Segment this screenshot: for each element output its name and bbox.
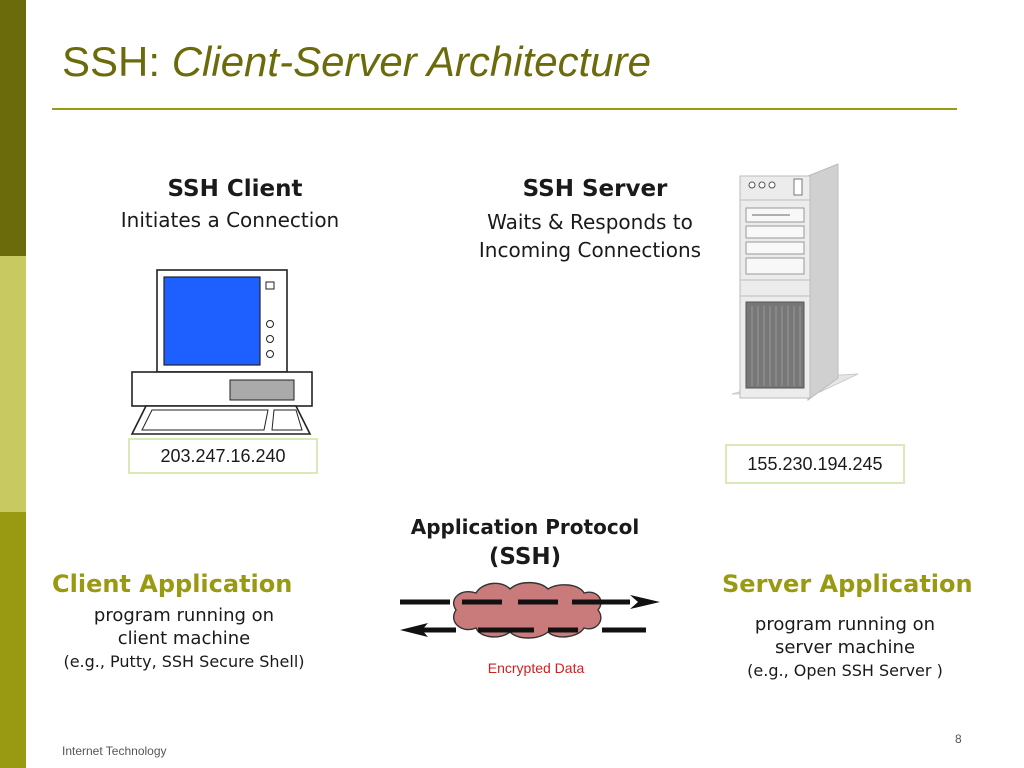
slide-title: SSH: Client-Server Architecture	[62, 38, 651, 86]
server-ip-box: 155.230.194.245	[725, 444, 905, 484]
server-description: Waits & Responds to Incoming Connections	[455, 208, 725, 264]
side-bar-middle	[0, 256, 26, 512]
client-heading: SSH Client	[167, 176, 303, 202]
client-app-example: (e.g., Putty, SSH Secure Shell)	[63, 652, 305, 671]
server-ip-address: 155.230.194.245	[747, 453, 883, 474]
client-app-line1: program running on	[93, 605, 275, 626]
side-bar-top	[0, 0, 26, 256]
server-app-line1: program running on	[754, 614, 936, 635]
server-app-heading: Server Application	[722, 570, 973, 598]
protocol-heading-line1: Application Protocol	[410, 515, 640, 539]
encrypted-data-label: Encrypted Data	[487, 660, 585, 676]
page-number: 8	[955, 732, 962, 746]
footer-text: Internet Technology	[62, 744, 167, 758]
side-bar-bottom	[0, 512, 26, 768]
encrypted-cloud-icon	[400, 581, 660, 639]
server-app-line2: server machine	[774, 637, 916, 658]
client-ip-address: 203.247.16.240	[160, 445, 286, 466]
server-description-line1: Waits & Responds to	[487, 210, 693, 234]
protocol-heading-line2: (SSH)	[488, 544, 562, 570]
title-main: SSH:	[62, 38, 161, 85]
server-app-description: program running on server machine (e.g.,…	[730, 613, 960, 682]
protocol-heading: Application Protocol (SSH)	[380, 512, 670, 572]
server-app-example: (e.g., Open SSH Server )	[747, 661, 943, 680]
tower-server-icon	[731, 163, 859, 401]
client-app-heading: Client Application	[52, 570, 293, 598]
server-heading: SSH Server	[522, 176, 668, 202]
desktop-computer-icon	[130, 269, 313, 435]
title-rule	[52, 108, 957, 110]
client-description: Initiates a Connection	[120, 208, 340, 232]
client-app-description: program running on client machine (e.g.,…	[45, 604, 323, 673]
title-sub: Client-Server Architecture	[171, 38, 651, 85]
server-description-line2: Incoming Connections	[478, 238, 702, 262]
client-ip-box: 203.247.16.240	[128, 438, 318, 474]
client-app-line2: client machine	[117, 628, 251, 649]
